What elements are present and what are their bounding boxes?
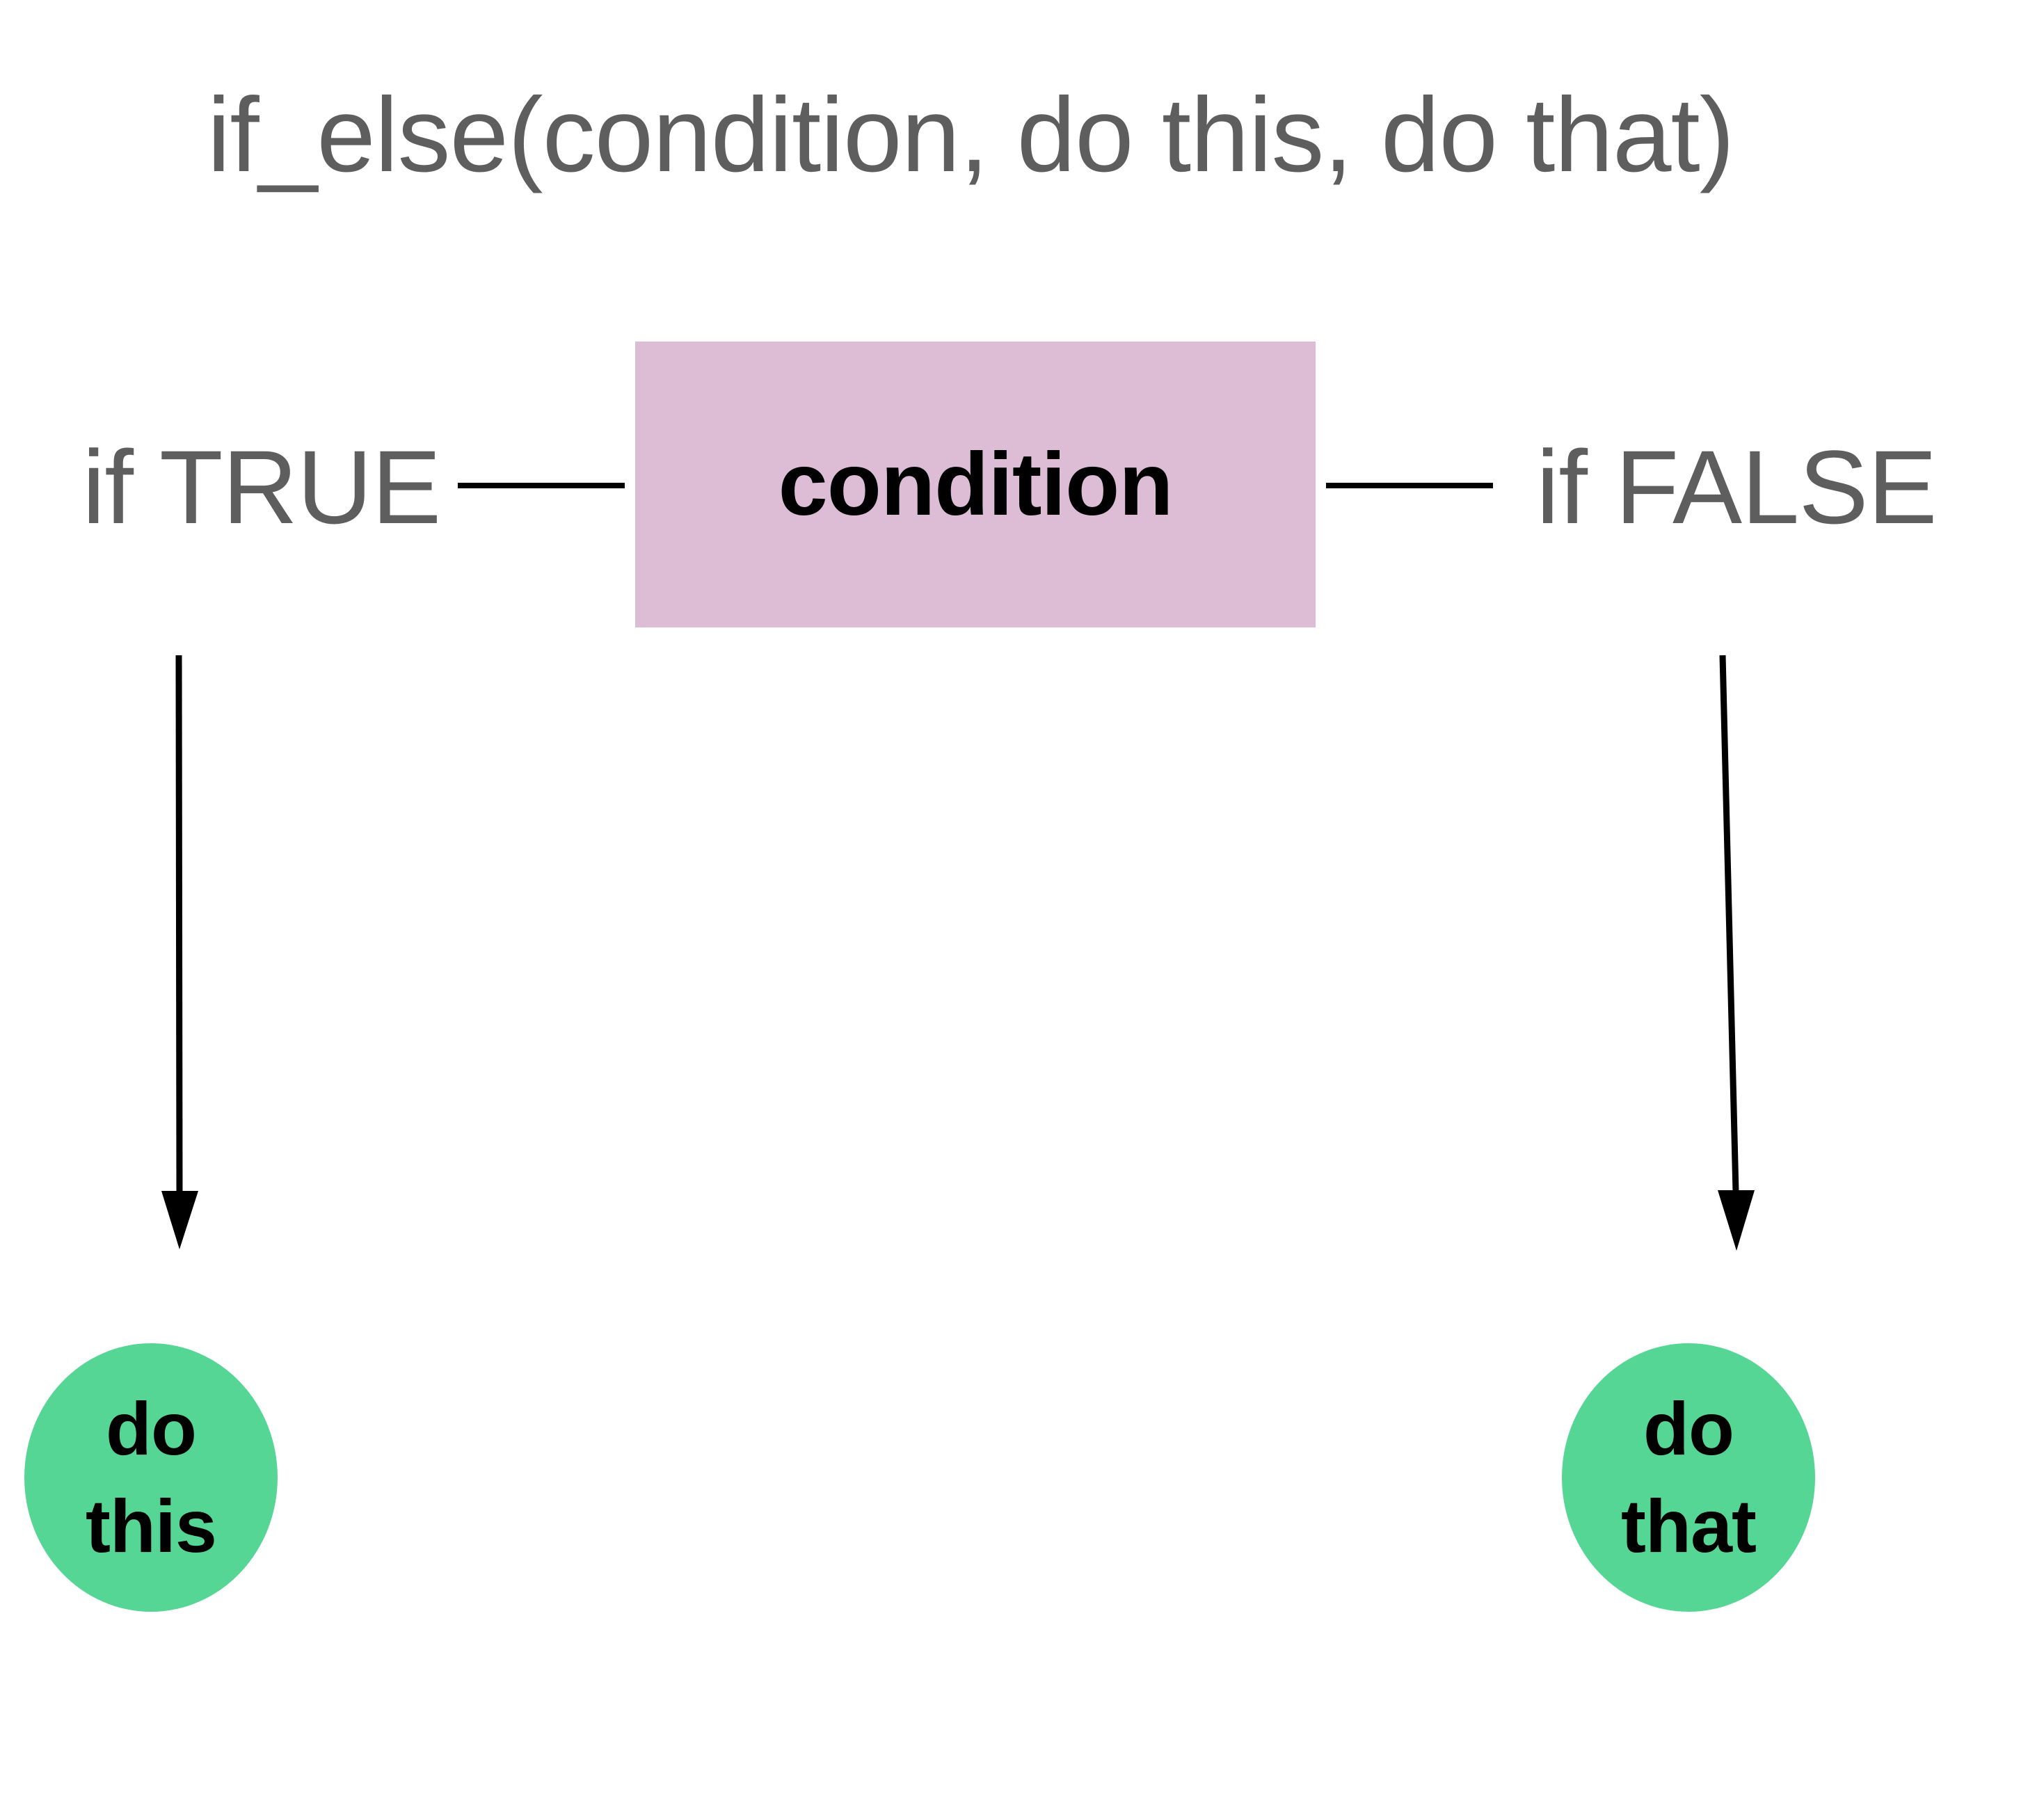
- branch-label-if-false: if FALSE: [1536, 429, 1938, 545]
- condition-box: condition: [635, 342, 1316, 627]
- result-line-2: this: [85, 1484, 217, 1568]
- branch-label-if-true: if TRUE: [82, 429, 441, 545]
- connector-line-right: [1326, 483, 1493, 488]
- result-node-do-that: do that: [1562, 1343, 1815, 1612]
- condition-label: condition: [778, 434, 1174, 534]
- arrow-down-left: [161, 655, 198, 1249]
- result-line-1: do: [1643, 1386, 1734, 1471]
- diagram-title: if_else(condition, do this, do that): [207, 76, 1735, 194]
- arrow-down-right: [1718, 655, 1755, 1251]
- result-line-1: do: [106, 1386, 197, 1471]
- result-node-do-this: do this: [24, 1343, 278, 1612]
- result-line-2: that: [1621, 1484, 1757, 1568]
- connector-line-left: [458, 483, 625, 488]
